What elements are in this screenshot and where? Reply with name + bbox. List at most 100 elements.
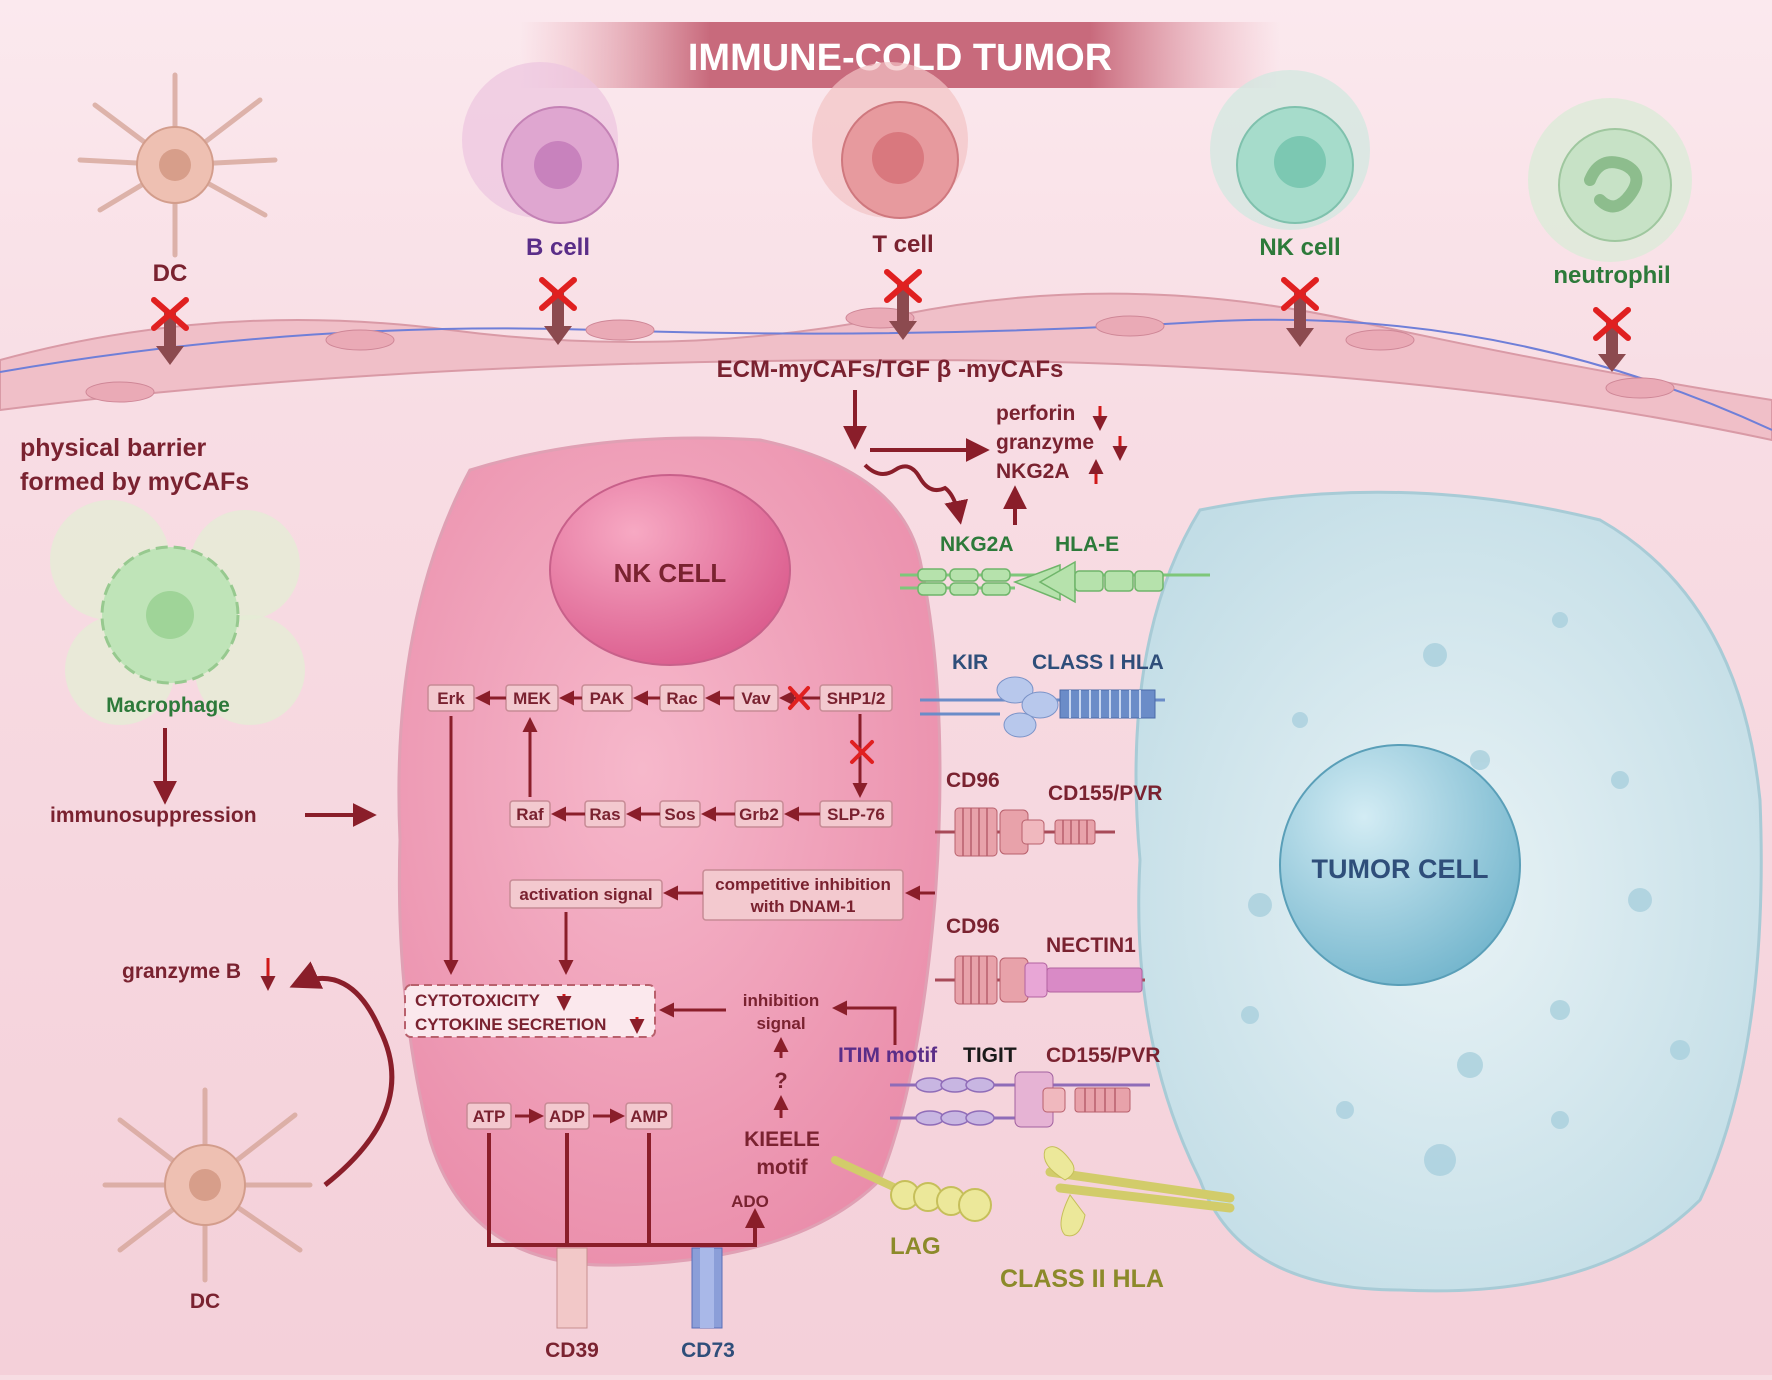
svg-text:Erk: Erk xyxy=(437,689,465,708)
box-amp: AMP xyxy=(625,1102,673,1130)
cd96-nectin1-pair xyxy=(935,955,1145,1005)
question-mark: ? xyxy=(774,1068,787,1093)
barrier-label-line1: physical barrier xyxy=(20,434,206,462)
svg-text:PAK: PAK xyxy=(590,689,625,708)
dc-top-label: DC xyxy=(153,260,188,287)
receptor-cd155-a: CD155/PVR xyxy=(1048,782,1162,805)
kieele-line2: motif xyxy=(756,1156,808,1179)
box-cytotoxicity: CYTOTOXICITY CYTOKINE SECRETION xyxy=(404,984,656,1038)
svg-text:Grb2: Grb2 xyxy=(739,805,779,824)
pathway-arrows xyxy=(443,690,868,975)
svg-text:SHP1/2: SHP1/2 xyxy=(827,689,886,708)
svg-text:ADP: ADP xyxy=(549,1107,585,1126)
b-cell-label: B cell xyxy=(526,234,590,261)
kir-class-i-pair xyxy=(920,676,1165,738)
macrophage-cell xyxy=(50,500,305,725)
macrophage-label: Macrophage xyxy=(106,694,230,717)
receptor-cd96-a: CD96 xyxy=(946,769,1000,792)
receptor-kir: KIR xyxy=(952,651,988,674)
barrier-label-line2: formed by myCAFs xyxy=(20,468,249,496)
box-atp: ATP xyxy=(466,1102,512,1130)
receptor-lag: LAG xyxy=(890,1233,941,1260)
receptor-nectin1: NECTIN1 xyxy=(1046,934,1136,957)
svg-text:MEK: MEK xyxy=(513,689,552,708)
box-rac: Rac xyxy=(659,684,705,712)
effect-nkg2a: NKG2A xyxy=(996,460,1070,483)
svg-text:Ras: Ras xyxy=(589,805,620,824)
box-slp76: SLP-76 xyxy=(819,800,893,828)
immunosuppression-label: immunosuppression xyxy=(50,804,257,827)
receptor-cd73: CD73 xyxy=(681,1339,735,1362)
caf-label: ECM-myCAFs/TGF β -myCAFs xyxy=(717,356,1064,383)
nk-cell-nucleus xyxy=(549,474,791,666)
svg-text:Rac: Rac xyxy=(666,689,697,708)
kieele-line1: KIEELE xyxy=(744,1128,820,1151)
receptor-cd155-b: CD155/PVR xyxy=(1046,1044,1160,1067)
inhibition-line2: signal xyxy=(756,1014,805,1033)
svg-text:with DNAM-1: with DNAM-1 xyxy=(750,897,856,916)
svg-text:activation signal: activation signal xyxy=(519,885,652,904)
nk-cell-label: NK CELL xyxy=(614,558,727,588)
cd39-cd73-receptors xyxy=(556,1247,723,1329)
dc-bottom-label: DC xyxy=(190,1290,220,1313)
box-grb2: Grb2 xyxy=(734,800,784,828)
nkg2a-hla-e-pair xyxy=(900,560,1210,604)
title-banner: IMMUNE-COLD TUMOR xyxy=(520,22,1280,88)
receptor-class-ii-hla: CLASS II HLA xyxy=(1000,1265,1164,1293)
t-cell-label: T cell xyxy=(872,231,933,258)
neutrophil-label: neutrophil xyxy=(1553,262,1670,289)
ado-pathway-lines xyxy=(487,1133,765,1247)
receptor-cd39: CD39 xyxy=(545,1339,599,1362)
granzyme-b-label: granzyme B xyxy=(122,960,241,983)
nk-cell-body xyxy=(397,436,942,1267)
b-cell xyxy=(462,62,619,224)
effect-granzyme: granzyme xyxy=(996,431,1094,454)
box-erk: Erk xyxy=(427,684,475,712)
tigit-cd155-pair xyxy=(890,1071,1150,1128)
inhibition-line1: inhibition xyxy=(743,991,819,1010)
svg-text:ATP: ATP xyxy=(473,1107,506,1126)
svg-text:Vav: Vav xyxy=(741,689,771,708)
box-adp: ADP xyxy=(544,1102,590,1130)
dc-bottom-cell xyxy=(102,1087,313,1283)
box-sos: Sos xyxy=(659,800,701,828)
nk-cell-top xyxy=(1210,70,1370,230)
cd96-cd155-pair-a xyxy=(935,807,1115,857)
box-competitive-inhibition: competitive inhibition with DNAM-1 xyxy=(702,869,904,921)
svg-text:SLP-76: SLP-76 xyxy=(827,805,885,824)
dc-top-cell xyxy=(77,72,278,258)
pathway-block-marks xyxy=(788,686,874,764)
receptor-hla-e: HLA-E xyxy=(1055,533,1119,556)
tumor-vesicles xyxy=(1241,612,1690,1176)
nk-cell-top-label: NK cell xyxy=(1259,234,1340,261)
neutrophil-cell xyxy=(1528,98,1692,262)
tumor-nucleus xyxy=(1279,744,1521,986)
svg-text:Sos: Sos xyxy=(664,805,695,824)
box-shp: SHP1/2 xyxy=(819,684,893,712)
svg-text:Raf: Raf xyxy=(516,805,544,824)
box-activation-signal: activation signal xyxy=(509,879,663,909)
cytokine-label: CYTOKINE SECRETION xyxy=(415,1015,606,1034)
box-pak: PAK xyxy=(581,684,633,712)
receptor-class-i-hla: CLASS I HLA xyxy=(1032,651,1164,674)
receptor-nkg2a: NKG2A xyxy=(940,533,1014,556)
box-vav: Vav xyxy=(733,684,779,712)
receptor-itim: ITIM motif xyxy=(838,1044,938,1067)
box-ras: Ras xyxy=(584,800,626,828)
receptor-cd96-b: CD96 xyxy=(946,915,1000,938)
box-mek: MEK xyxy=(505,684,559,712)
t-cell xyxy=(812,62,968,219)
dc-granzyme-arrow xyxy=(289,961,395,1187)
ado-label: ADO xyxy=(731,1192,769,1211)
lag-class-ii-pair xyxy=(831,1146,1235,1237)
cytotoxicity-label: CYTOTOXICITY xyxy=(415,991,541,1010)
receptor-tigit: TIGIT xyxy=(963,1044,1017,1067)
blocked-arrows xyxy=(151,269,1631,372)
svg-text:competitive inhibition: competitive inhibition xyxy=(715,875,891,894)
effect-perforin: perforin xyxy=(996,402,1075,425)
tumor-cell-label: TUMOR CELL xyxy=(1312,854,1489,884)
box-raf: Raf xyxy=(509,800,551,828)
svg-text:AMP: AMP xyxy=(630,1107,668,1126)
